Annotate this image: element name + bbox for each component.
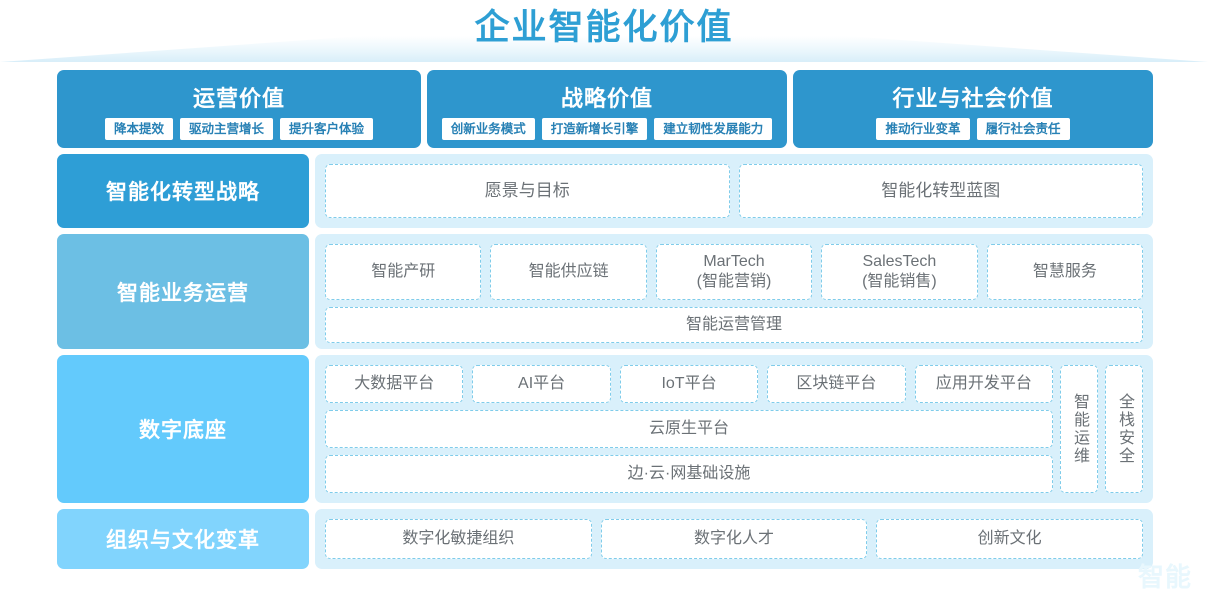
cell-row: 智能运营管理 xyxy=(325,307,1143,343)
value-tag-group: 推动行业变革 履行社会责任 xyxy=(876,117,1070,141)
value-panel-industry-social[interactable]: 行业与社会价值 推动行业变革 履行社会责任 xyxy=(793,70,1153,148)
layer-row-business: 智能业务运营 智能产研 智能供应链 MarTech(智能营销) SalesTec… xyxy=(57,234,1153,349)
cell-salestech[interactable]: SalesTech(智能销售) xyxy=(821,244,978,300)
cell-row: 智能产研 智能供应链 MarTech(智能营销) SalesTech(智能销售)… xyxy=(325,244,1144,300)
cell-full-stack-security[interactable]: 全栈安全 xyxy=(1105,365,1143,493)
foundation-main-column: 大数据平台 AI平台 IoT平台 区块链平台 应用开发平台 云原生平台 边·云·… xyxy=(325,365,1054,493)
value-tag[interactable]: 建立韧性发展能力 xyxy=(654,117,773,141)
value-panel-title: 运营价值 xyxy=(192,85,285,111)
value-tag[interactable]: 打造新增长引擎 xyxy=(541,117,648,141)
value-panel-operational[interactable]: 运营价值 降本提效 驱动主营增长 提升客户体验 xyxy=(57,70,421,148)
layer-label-business[interactable]: 智能业务运营 xyxy=(57,234,309,349)
layer-row-strategy: 智能化转型战略 愿景与目标 智能化转型蓝图 xyxy=(57,154,1153,228)
cell-transformation-blueprint[interactable]: 智能化转型蓝图 xyxy=(738,164,1143,218)
cell-innovation-culture[interactable]: 创新文化 xyxy=(876,519,1144,559)
layer-row-foundation: 数字底座 大数据平台 AI平台 IoT平台 区块链平台 应用开发平台 云原生平台… xyxy=(57,355,1153,503)
title-area: 企业智能化价值 xyxy=(0,0,1208,62)
cell-edge-cloud-network-infrastructure[interactable]: 边·云·网基础设施 xyxy=(325,455,1053,493)
cell-app-dev-platform[interactable]: 应用开发平台 xyxy=(914,365,1054,403)
cell-bigdata-platform[interactable]: 大数据平台 xyxy=(325,365,464,403)
cell-smart-operations-management[interactable]: 智能运营管理 xyxy=(325,307,1143,343)
cell-row: 愿景与目标 智能化转型蓝图 xyxy=(325,164,1143,218)
layer-label-culture[interactable]: 组织与文化变革 xyxy=(57,509,309,569)
cell-row: 大数据平台 AI平台 IoT平台 区块链平台 应用开发平台 xyxy=(325,365,1054,403)
layer-row-culture: 组织与文化变革 数字化敏捷组织 数字化人才 创新文化 xyxy=(57,509,1153,569)
value-tag-group: 降本提效 驱动主营增长 提升客户体验 xyxy=(104,117,374,141)
layer-body-foundation: 大数据平台 AI平台 IoT平台 区块链平台 应用开发平台 云原生平台 边·云·… xyxy=(315,355,1153,503)
value-bar: 运营价值 降本提效 驱动主营增长 提升客户体验 战略价值 创新业务模式 打造新增… xyxy=(57,70,1153,148)
cell-row: 云原生平台 xyxy=(325,410,1053,448)
cell-row: 数字化敏捷组织 数字化人才 创新文化 xyxy=(325,519,1144,559)
cell-blockchain-platform[interactable]: 区块链平台 xyxy=(767,365,906,403)
value-panel-title: 行业与社会价值 xyxy=(892,85,1054,111)
cell-iot-platform[interactable]: IoT平台 xyxy=(619,365,759,403)
value-tag[interactable]: 履行社会责任 xyxy=(976,117,1070,141)
value-tag[interactable]: 推动行业变革 xyxy=(876,117,970,141)
value-tag-group: 创新业务模式 打造新增长引擎 建立韧性发展能力 xyxy=(441,117,773,141)
value-tag[interactable]: 驱动主营增长 xyxy=(179,117,273,141)
value-tag[interactable]: 创新业务模式 xyxy=(441,117,535,141)
layer-label-strategy[interactable]: 智能化转型战略 xyxy=(57,154,309,228)
value-tag[interactable]: 提升客户体验 xyxy=(280,117,374,141)
layer-body-strategy: 愿景与目标 智能化转型蓝图 xyxy=(315,154,1153,228)
layer-body-culture: 数字化敏捷组织 数字化人才 创新文化 xyxy=(315,509,1153,569)
watermark-logo: 智能 xyxy=(1137,562,1192,592)
cell-smart-rnd[interactable]: 智能产研 xyxy=(325,244,482,300)
cell-smart-supply-chain[interactable]: 智能供应链 xyxy=(490,244,647,300)
cell-vision-goals[interactable]: 愿景与目标 xyxy=(325,164,730,218)
value-panel-title: 战略价值 xyxy=(560,85,653,111)
value-tag[interactable]: 降本提效 xyxy=(104,117,173,141)
page-title: 企业智能化价值 xyxy=(474,8,734,47)
cell-ai-platform[interactable]: AI平台 xyxy=(472,365,611,403)
value-panel-strategic[interactable]: 战略价值 创新业务模式 打造新增长引擎 建立韧性发展能力 xyxy=(427,70,787,148)
cell-digital-talent[interactable]: 数字化人才 xyxy=(600,519,868,559)
cell-row: 边·云·网基础设施 xyxy=(325,455,1053,493)
layer-body-business: 智能产研 智能供应链 MarTech(智能营销) SalesTech(智能销售)… xyxy=(315,234,1153,349)
architecture-board: 运营价值 降本提效 驱动主营增长 提升客户体验 战略价值 创新业务模式 打造新增… xyxy=(57,70,1153,569)
cell-intelligent-ops[interactable]: 智能运维 xyxy=(1060,365,1098,493)
cell-martech[interactable]: MarTech(智能营销) xyxy=(655,244,813,300)
cell-cloud-native-platform[interactable]: 云原生平台 xyxy=(325,410,1053,448)
layer-label-foundation[interactable]: 数字底座 xyxy=(57,355,309,503)
cell-digital-agile-organization[interactable]: 数字化敏捷组织 xyxy=(325,519,592,559)
cell-smart-service[interactable]: 智慧服务 xyxy=(986,244,1144,300)
